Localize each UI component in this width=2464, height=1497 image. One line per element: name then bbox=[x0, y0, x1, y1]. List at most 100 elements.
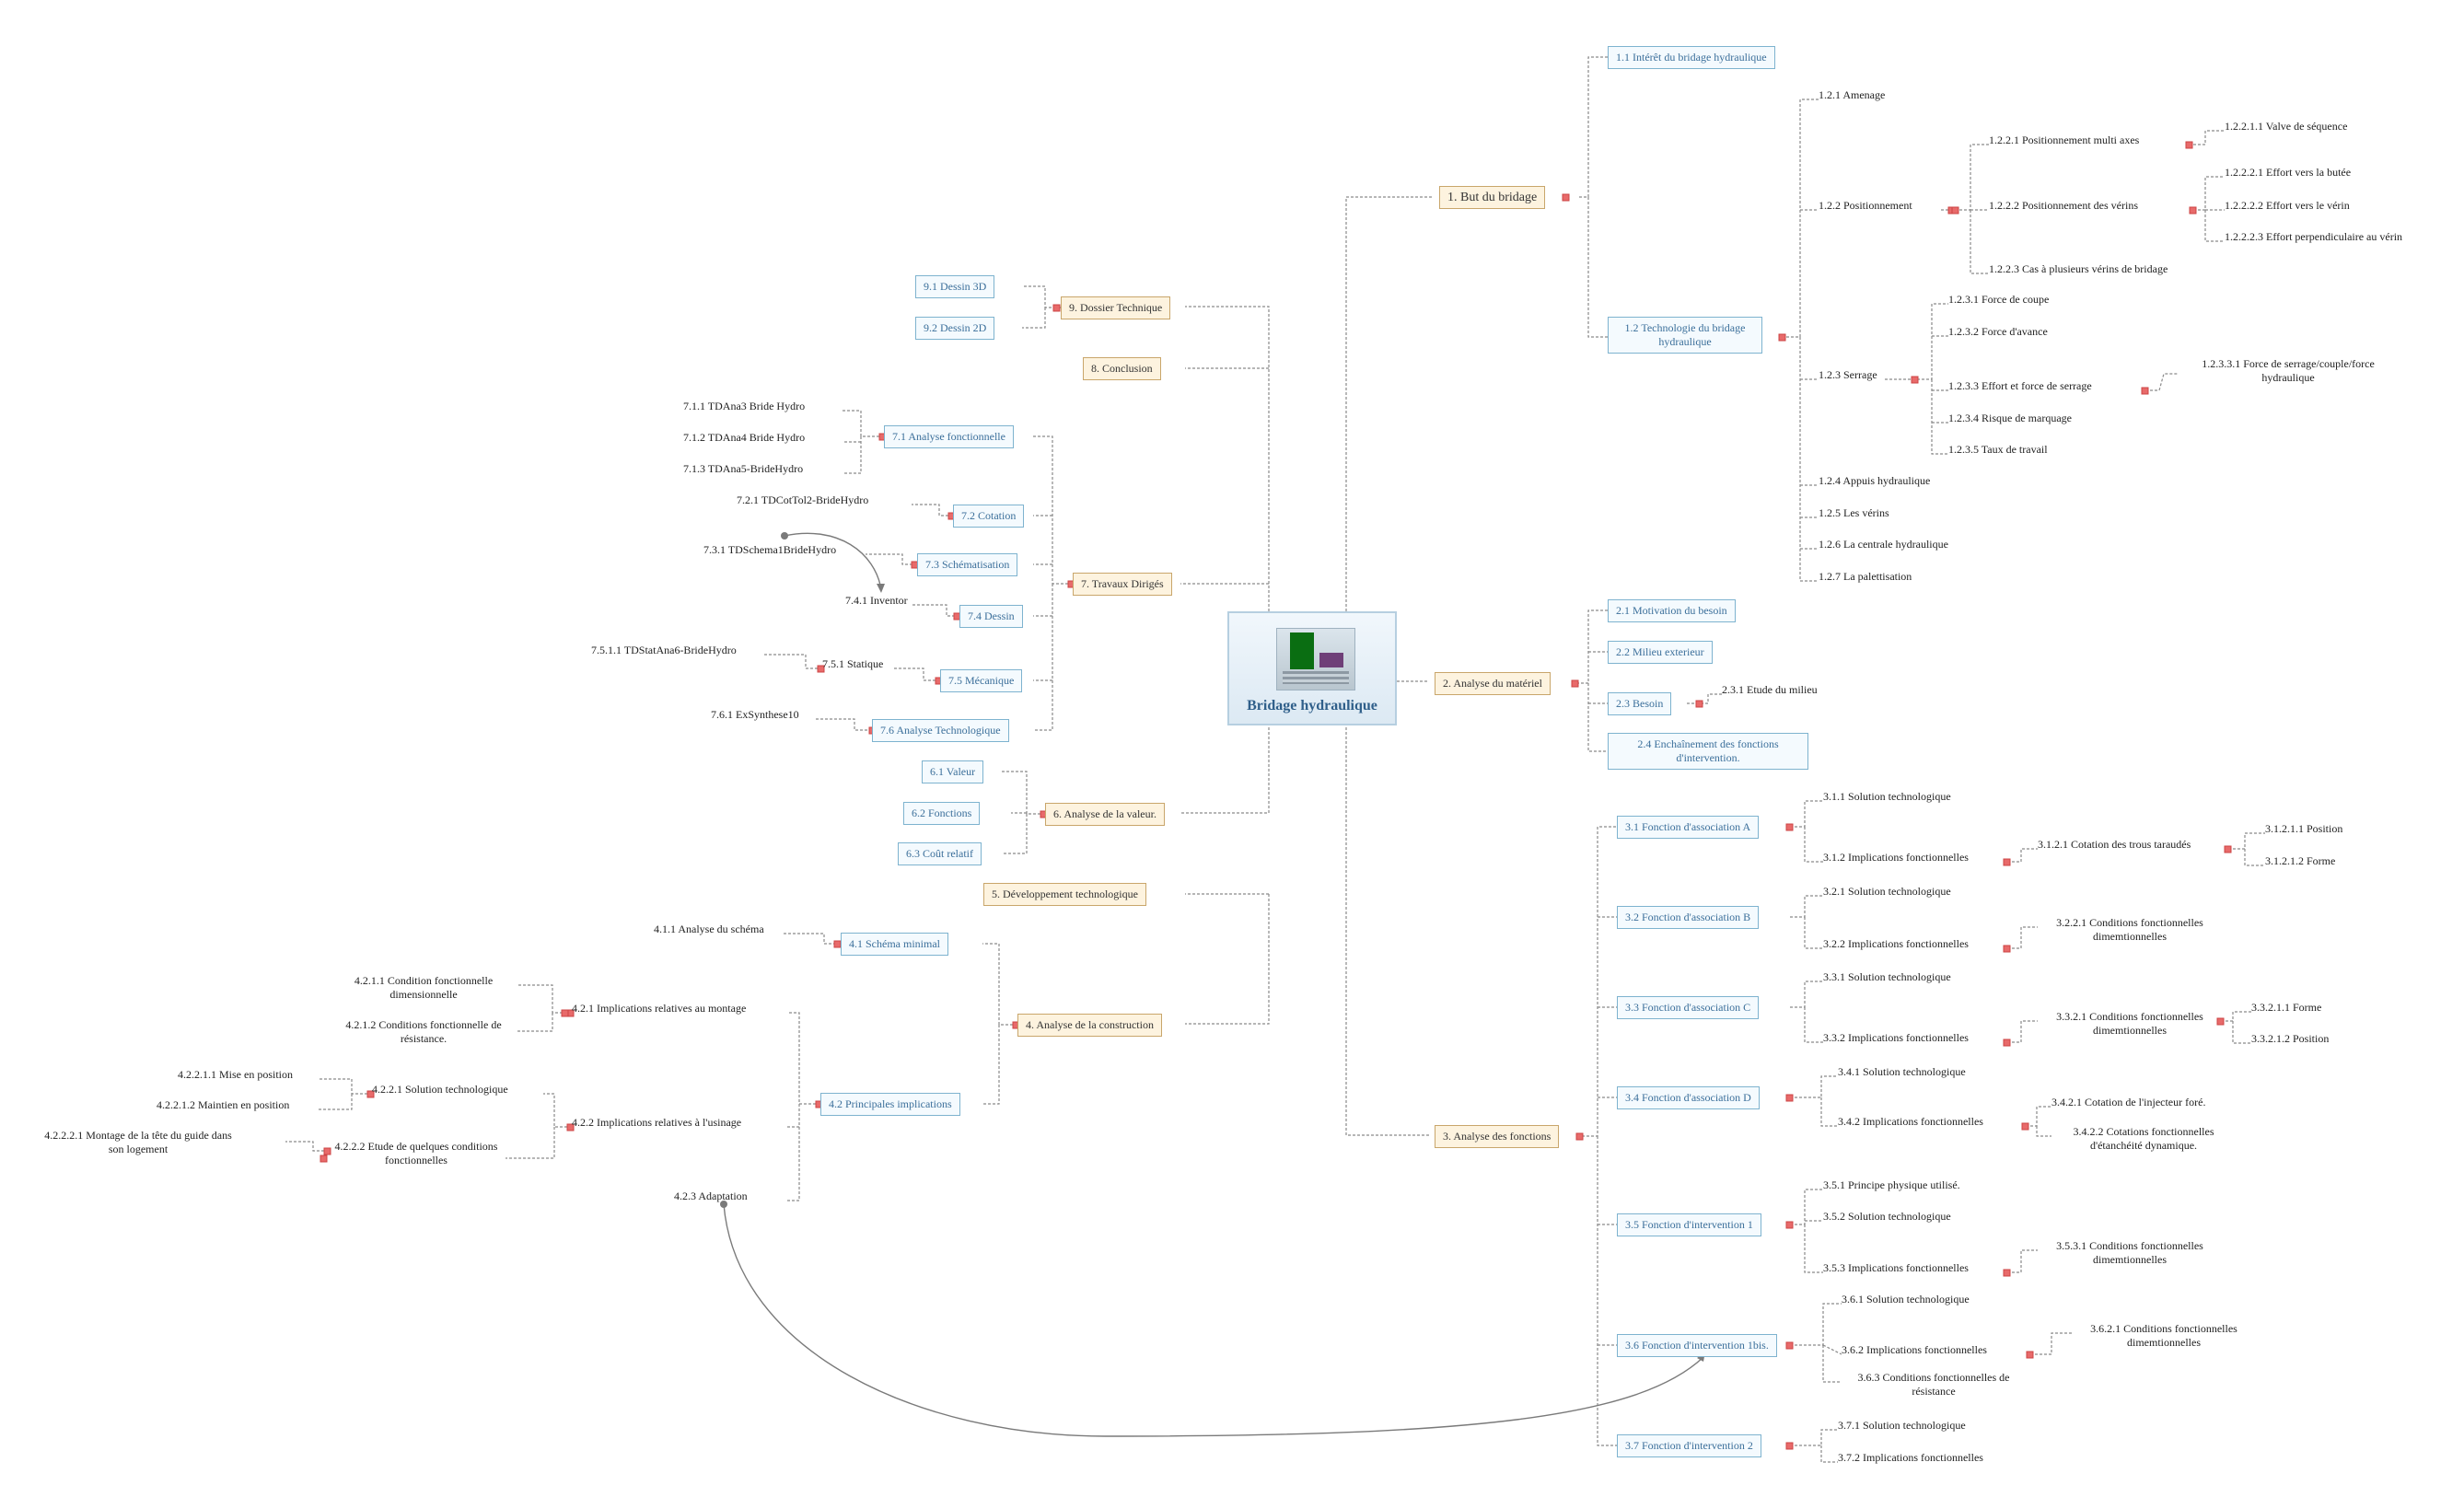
topic-n4212[interactable]: 4.2.1.2 Conditions fonctionnelle de rési… bbox=[345, 1018, 502, 1045]
collapse-marker-icon[interactable] bbox=[2003, 858, 2011, 866]
collapse-marker-icon[interactable] bbox=[1785, 1094, 1794, 1102]
topic-n75[interactable]: 7.5 Mécanique bbox=[940, 669, 1023, 692]
topic-n7[interactable]: 7. Travaux Dirigés bbox=[1073, 573, 1172, 596]
topic-n372[interactable]: 3.7.2 Implications fonctionnelles bbox=[1838, 1451, 1983, 1464]
topic-n33211[interactable]: 3.3.2.1.1 Forme bbox=[2251, 1001, 2322, 1014]
topic-n712[interactable]: 7.1.2 TDAna4 Bride Hydro bbox=[683, 431, 806, 444]
topic-n11[interactable]: 1.1 Intérêt du bridage hydraulique bbox=[1608, 46, 1775, 69]
topic-n1232[interactable]: 1.2.3.2 Force d'avance bbox=[1948, 325, 2048, 338]
topic-n61[interactable]: 6.1 Valeur bbox=[922, 760, 984, 783]
topic-n34[interactable]: 3.4 Fonction d'association D bbox=[1617, 1086, 1760, 1109]
topic-n2[interactable]: 2. Analyse du matériel bbox=[1435, 672, 1551, 695]
topic-n123[interactable]: 1.2.3 Serrage bbox=[1819, 368, 1877, 381]
topic-n3321[interactable]: 3.3.2.1 Conditions fonctionnelles dimemt… bbox=[2056, 1010, 2203, 1037]
topic-n62[interactable]: 6.2 Fonctions bbox=[903, 802, 981, 825]
topic-n127[interactable]: 1.2.7 La palettisation bbox=[1819, 570, 1912, 583]
collapse-marker-icon[interactable] bbox=[2003, 1039, 2011, 1047]
topic-n5[interactable]: 5. Développement technologique bbox=[983, 883, 1146, 906]
collapse-marker-icon[interactable] bbox=[1785, 1341, 1794, 1350]
collapse-marker-icon[interactable] bbox=[2026, 1351, 2034, 1359]
topic-n3531[interactable]: 3.5.3.1 Conditions fonctionnelles dimemt… bbox=[2056, 1239, 2203, 1266]
topic-n24[interactable]: 2.4 Enchaînement des fonctions d'interve… bbox=[1608, 733, 1808, 770]
collapse-marker-icon[interactable] bbox=[1785, 1221, 1794, 1229]
topic-n3[interactable]: 3. Analyse des fonctions bbox=[1435, 1125, 1560, 1148]
topic-n33212[interactable]: 3.3.2.1.2 Position bbox=[2251, 1032, 2330, 1045]
topic-n126[interactable]: 1.2.6 La centrale hydraulique bbox=[1819, 538, 1948, 551]
topic-n1223[interactable]: 1.2.2.3 Cas à plusieurs vérins de bridag… bbox=[1989, 262, 2168, 275]
topic-n12331[interactable]: 1.2.3.3.1 Force de serrage/couple/force … bbox=[2202, 357, 2375, 384]
topic-n121[interactable]: 1.2.1 Amenage bbox=[1819, 88, 1886, 101]
topic-n421[interactable]: 4.2.1 Implications relatives au montage bbox=[572, 1002, 747, 1015]
topic-n42211[interactable]: 4.2.2.1.1 Mise en position bbox=[178, 1068, 293, 1081]
topic-n4222[interactable]: 4.2.2.2 Etude de quelques conditions fon… bbox=[334, 1140, 498, 1166]
topic-n73[interactable]: 7.3 Schématisation bbox=[917, 553, 1018, 576]
topic-n231[interactable]: 2.3.1 Etude du milieu bbox=[1722, 683, 1818, 696]
collapse-marker-icon[interactable] bbox=[2141, 387, 2149, 395]
topic-n122[interactable]: 1.2.2 Positionnement bbox=[1819, 199, 1912, 212]
collapse-marker-icon[interactable] bbox=[2003, 1269, 2011, 1277]
topic-n12[interactable]: 1.2 Technologie du bridage hydraulique bbox=[1608, 317, 1762, 354]
topic-n72[interactable]: 7.2 Cotation bbox=[953, 505, 1025, 528]
topic-n31[interactable]: 3.1 Fonction d'association A bbox=[1617, 816, 1760, 839]
topic-n3121[interactable]: 3.1.2.1 Cotation des trous taraudés bbox=[2038, 838, 2191, 851]
topic-n4221[interactable]: 4.2.2.1 Solution technologique bbox=[372, 1083, 508, 1096]
collapse-marker-icon[interactable] bbox=[1785, 1442, 1794, 1450]
topic-n342[interactable]: 3.4.2 Implications fonctionnelles bbox=[1838, 1115, 1983, 1128]
collapse-marker-icon[interactable] bbox=[1571, 679, 1579, 688]
topic-n8[interactable]: 8. Conclusion bbox=[1083, 357, 1161, 380]
collapse-marker-icon[interactable] bbox=[366, 1090, 375, 1098]
topic-n74[interactable]: 7.4 Dessin bbox=[959, 605, 1023, 628]
topic-n362[interactable]: 3.6.2 Implications fonctionnelles bbox=[1842, 1343, 1987, 1356]
collapse-marker-icon[interactable] bbox=[2021, 1122, 2029, 1131]
topic-n33[interactable]: 3.3 Fonction d'association C bbox=[1617, 996, 1760, 1019]
topic-n331[interactable]: 3.3.1 Solution technologique bbox=[1823, 970, 1951, 983]
collapse-marker-icon[interactable] bbox=[1695, 700, 1703, 708]
topic-n76[interactable]: 7.6 Analyse Technologique bbox=[872, 719, 1009, 742]
topic-n91[interactable]: 9.1 Dessin 3D bbox=[915, 275, 995, 298]
collapse-marker-icon[interactable] bbox=[2185, 141, 2193, 149]
collapse-marker-icon[interactable] bbox=[566, 1123, 575, 1131]
topic-n4[interactable]: 4. Analyse de la construction bbox=[1017, 1014, 1162, 1037]
topic-n63[interactable]: 6.3 Coût relatif bbox=[898, 842, 982, 865]
topic-n352[interactable]: 3.5.2 Solution technologique bbox=[1823, 1210, 1951, 1223]
topic-n731[interactable]: 7.3.1 TDSchema1BrideHydro bbox=[703, 543, 837, 556]
topic-n761[interactable]: 7.6.1 ExSynthese10 bbox=[711, 708, 799, 721]
collapse-marker-icon[interactable] bbox=[561, 1009, 569, 1017]
collapse-marker-icon[interactable] bbox=[1778, 333, 1786, 342]
topic-n332[interactable]: 3.3.2 Implications fonctionnelles bbox=[1823, 1031, 1969, 1044]
topic-n3221[interactable]: 3.2.2.1 Conditions fonctionnelles dimemt… bbox=[2056, 916, 2203, 943]
topic-n363[interactable]: 3.6.3 Conditions fonctionnelles de résis… bbox=[1857, 1371, 2010, 1398]
topic-n422[interactable]: 4.2.2 Implications relatives à l'usinage bbox=[572, 1116, 742, 1129]
topic-n1[interactable]: 1. But du bridage bbox=[1439, 186, 1546, 209]
collapse-marker-icon[interactable] bbox=[2189, 206, 2197, 215]
collapse-marker-icon[interactable] bbox=[1575, 1132, 1584, 1141]
collapse-marker-icon[interactable] bbox=[320, 1155, 328, 1163]
topic-n3621[interactable]: 3.6.2.1 Conditions fonctionnelles dimemt… bbox=[2090, 1322, 2237, 1349]
topic-n741[interactable]: 7.4.1 Inventor bbox=[845, 594, 908, 607]
topic-n1233[interactable]: 1.2.3.3 Effort et force de serrage bbox=[1948, 379, 2092, 392]
topic-n1231[interactable]: 1.2.3.1 Force de coupe bbox=[1948, 293, 2050, 306]
topic-n92[interactable]: 9.2 Dessin 2D bbox=[915, 317, 995, 340]
topic-n23[interactable]: 2.3 Besoin bbox=[1608, 692, 1672, 715]
topic-n312[interactable]: 3.1.2 Implications fonctionnelles bbox=[1823, 851, 1969, 864]
topic-n36[interactable]: 3.6 Fonction d'intervention 1bis. bbox=[1617, 1334, 1777, 1357]
topic-n3422[interactable]: 3.4.2.2 Cotations fonctionnelles d'étanc… bbox=[2073, 1125, 2214, 1152]
topic-n341[interactable]: 3.4.1 Solution technologique bbox=[1838, 1065, 1966, 1078]
topic-n7511[interactable]: 7.5.1.1 TDStatAna6-BrideHydro bbox=[591, 644, 737, 656]
collapse-marker-icon[interactable] bbox=[2003, 945, 2011, 953]
topic-n1222[interactable]: 1.2.2.2 Positionnement des vérins bbox=[1989, 199, 2138, 212]
collapse-marker-icon[interactable] bbox=[1052, 304, 1061, 312]
topic-n125[interactable]: 1.2.5 Les vérins bbox=[1819, 506, 1889, 519]
collapse-marker-icon[interactable] bbox=[1785, 823, 1794, 831]
topic-n353[interactable]: 3.5.3 Implications fonctionnelles bbox=[1823, 1261, 1969, 1274]
topic-n361[interactable]: 3.6.1 Solution technologique bbox=[1842, 1293, 1970, 1306]
topic-n12222[interactable]: 1.2.2.2.2 Effort vers le vérin bbox=[2225, 199, 2350, 212]
topic-n371[interactable]: 3.7.1 Solution technologique bbox=[1838, 1419, 1966, 1432]
topic-n22[interactable]: 2.2 Milieu exterieur bbox=[1608, 641, 1713, 664]
collapse-marker-icon[interactable] bbox=[323, 1147, 331, 1155]
topic-n721[interactable]: 7.2.1 TDCotTol2-BrideHydro bbox=[737, 493, 869, 506]
topic-n322[interactable]: 3.2.2 Implications fonctionnelles bbox=[1823, 937, 1969, 950]
collapse-marker-icon[interactable] bbox=[1911, 376, 1919, 384]
topic-n71[interactable]: 7.1 Analyse fonctionnelle bbox=[884, 425, 1014, 448]
topic-n42212[interactable]: 4.2.2.1.2 Maintien en position bbox=[157, 1098, 290, 1111]
